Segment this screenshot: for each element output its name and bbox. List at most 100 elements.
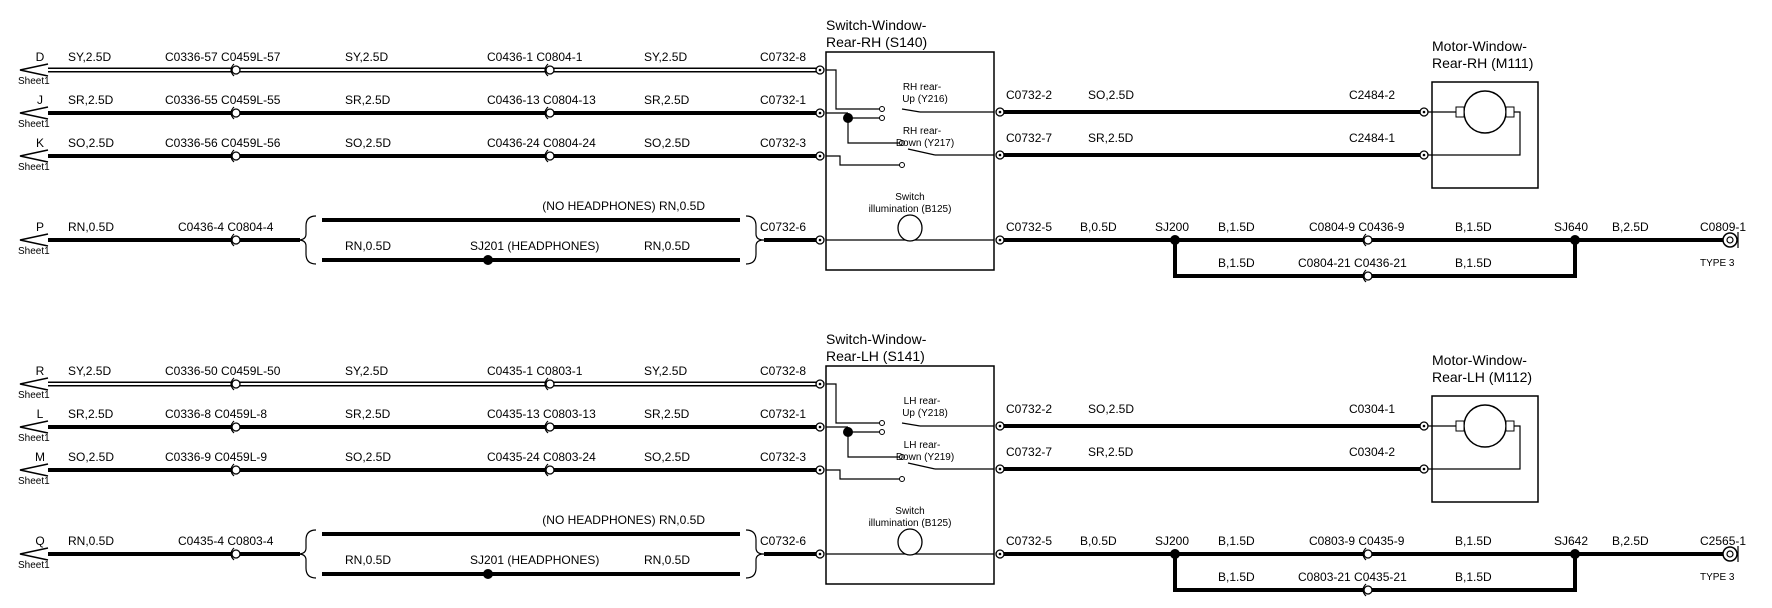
motor-title: Motor-Window- — [1432, 352, 1527, 368]
connector-label: C0435-1 C0803-1 — [487, 364, 583, 378]
wire-label: RN,0.5D — [644, 239, 690, 253]
sheet-letter: L — [37, 407, 44, 421]
connector-label: C0435-4 C0803-4 — [178, 534, 274, 548]
switch-label: Down (Y217) — [896, 138, 954, 149]
connector-bracket — [544, 377, 549, 391]
wire-label: B,1.5D — [1455, 220, 1492, 234]
connector-dot — [818, 468, 822, 472]
connector-bracket — [230, 377, 235, 391]
connector-label: C0732-8 — [760, 364, 806, 378]
connector-bracket — [544, 463, 549, 477]
switch-lever — [907, 148, 936, 156]
switch-label: Switch — [895, 192, 924, 203]
wire-label: SO,2.5D — [68, 136, 114, 150]
connector-dot — [998, 238, 1002, 242]
switch-wire — [847, 113, 900, 144]
connector — [1363, 549, 1373, 559]
connector-dot — [818, 382, 822, 386]
connector-label: C0809-1 — [1700, 220, 1746, 234]
switch-label: Switch — [895, 506, 924, 517]
sheet-label: Sheet1 — [18, 476, 50, 487]
switch-contact — [899, 476, 905, 482]
connector-label: C0732-3 — [760, 450, 806, 464]
connector-bracket — [1362, 233, 1367, 247]
wire-label: SR,2.5D — [68, 93, 114, 107]
connector-label: C0336-9 C0459L-9 — [165, 450, 267, 464]
connector-label: C0732-8 — [760, 50, 806, 64]
wire-label: SR,2.5D — [644, 93, 690, 107]
sheet-letter: R — [36, 364, 45, 378]
wire-label: SO,2.5D — [68, 450, 114, 464]
switch-title: Switch-Window- — [826, 331, 927, 347]
connector-dot — [818, 552, 822, 556]
switch-wire — [826, 155, 900, 166]
sheet-arrow — [19, 63, 49, 77]
connector — [231, 549, 241, 559]
connector-label: C0732-5 — [1006, 534, 1052, 548]
connector — [545, 379, 555, 389]
connector — [545, 422, 555, 432]
connector-dot — [1422, 110, 1426, 114]
connector-dot — [1422, 153, 1426, 157]
sheet-label: Sheet1 — [18, 162, 50, 173]
wire-label: B,2.5D — [1612, 534, 1649, 548]
switch-wire — [826, 69, 880, 110]
sheet-arrow — [19, 106, 49, 120]
motor-brush — [1455, 106, 1465, 118]
wire-label: SR,2.5D — [644, 407, 690, 421]
motor-brush — [1505, 106, 1515, 118]
connector-label: C0732-6 — [760, 534, 806, 548]
connector-label: C0435-24 C0803-24 — [487, 450, 596, 464]
motor-icon — [1463, 404, 1507, 448]
connector-type: TYPE 3 — [1700, 258, 1735, 269]
connector-dot — [818, 238, 822, 242]
connector-bracket — [544, 63, 549, 77]
connector — [1363, 271, 1373, 281]
connector-bracket — [230, 106, 235, 120]
wire-label: B,1.5D — [1218, 570, 1255, 584]
wire-label: SR,2.5D — [345, 93, 391, 107]
connector-label: C0435-13 C0803-13 — [487, 407, 596, 421]
connector — [1363, 585, 1373, 595]
splice-label: SJ200 — [1155, 220, 1189, 234]
switch-contact — [879, 106, 885, 112]
switch-wire — [826, 469, 900, 480]
connector-bracket — [544, 149, 549, 163]
wire-label: SY,2.5D — [644, 364, 687, 378]
connector-dot — [818, 111, 822, 115]
wire-label: SO,2.5D — [1088, 402, 1134, 416]
wire-label: B,0.5D — [1080, 534, 1117, 548]
switch-wire — [847, 427, 900, 458]
sheet-letter: Q — [35, 534, 44, 548]
connector-bracket — [230, 233, 235, 247]
connector-dot — [818, 154, 822, 158]
wire-label: RN,0.5D — [644, 553, 690, 567]
connector-label: C0304-2 — [1349, 445, 1395, 459]
sheet-arrow — [19, 463, 49, 477]
splice-label: SJ201 (HEADPHONES) — [470, 239, 599, 253]
splice-label: SJ642 — [1554, 534, 1588, 548]
sheet-letter: D — [36, 50, 45, 64]
connector-label: C0803-21 C0435-21 — [1298, 570, 1407, 584]
wire-label: SR,2.5D — [345, 407, 391, 421]
wire-label: B,1.5D — [1218, 256, 1255, 270]
wire-label: SY,2.5D — [68, 50, 111, 64]
wire-label: RN,0.5D — [68, 534, 114, 548]
connector-label: C0336-55 C0459L-55 — [165, 93, 281, 107]
wire-label: SO,2.5D — [644, 450, 690, 464]
wire-label: SO,2.5D — [345, 136, 391, 150]
motor-box — [1431, 395, 1539, 503]
wire-label: SY,2.5D — [68, 364, 111, 378]
connector-label: C2484-2 — [1349, 88, 1395, 102]
switch-label: LH rear- — [904, 440, 941, 451]
sheet-label: Sheet1 — [18, 560, 50, 571]
illumination-bulb — [897, 214, 923, 242]
ground-terminal-inner — [1726, 236, 1734, 244]
wire-label: SR,2.5D — [68, 407, 114, 421]
connector-dot — [818, 425, 822, 429]
switch-title: Rear-LH (S141) — [826, 348, 925, 364]
connector — [545, 151, 555, 161]
connector-label: C0436-4 C0804-4 — [178, 220, 274, 234]
connector-label: C0804-9 C0436-9 — [1309, 220, 1405, 234]
